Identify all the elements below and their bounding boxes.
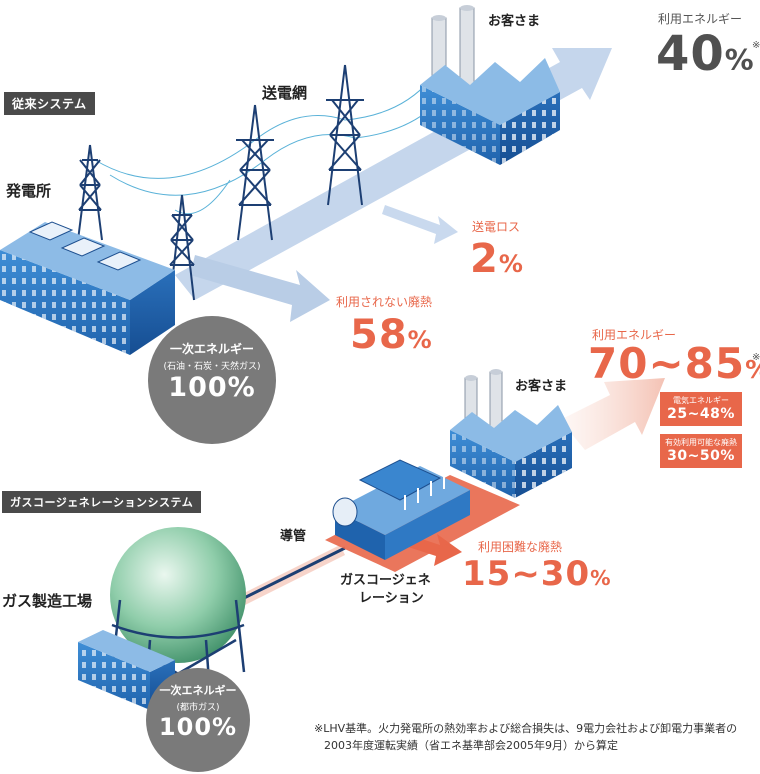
primary-energy-title: 一次エネルギー — [169, 342, 254, 356]
customer-label: お客さま — [515, 379, 568, 394]
unused-heat-caption: 利用されない廃熱 — [336, 295, 433, 309]
cogeneration-unit-icon — [325, 459, 520, 572]
grid-label: 送電網 — [262, 84, 308, 102]
primary-energy-sources: (都市ガス) — [176, 703, 220, 713]
footnote-mark: ※ — [752, 40, 760, 51]
primary-energy-value: 100% — [168, 372, 256, 403]
primary-energy-sources: (石油・石炭・天然ガス) — [163, 362, 261, 372]
hard-to-use-heat-value: 15~30% — [462, 554, 612, 594]
unused-heat-value: 58% — [350, 312, 433, 358]
power-plant-label: 発電所 — [6, 182, 52, 200]
transmission-loss-caption: 送電ロス — [472, 220, 521, 234]
electric-energy-box: 電気エネルギー 25~48% — [660, 392, 742, 426]
cogen-usable-energy-caption: 利用エネルギー — [592, 328, 677, 342]
conventional-primary-energy-badge: 一次エネルギー (石油・石炭・天然ガス) 100% — [148, 316, 276, 444]
cogeneration-unit-label: ガスコージェネ レーション — [340, 573, 431, 606]
electric-energy-value: 25~48% — [667, 406, 735, 422]
gas-pipeline — [239, 546, 346, 602]
usable-heat-caption: 有効利用可能な廃熱 — [665, 438, 737, 447]
conventional-system-tag: 従来システム — [4, 92, 95, 115]
pylon-icon — [77, 64, 364, 301]
usable-heat-box: 有効利用可能な廃熱 30~50% — [660, 434, 742, 468]
transmission-loss-value: 2% — [470, 236, 524, 282]
customer-building-icon — [450, 369, 572, 498]
cogen-usable-energy-value: 70~85% — [588, 339, 760, 388]
cogeneration-system-tag: ガスコージェネレーションシステム — [2, 491, 202, 513]
footnote-line-1: ※LHV基準。火力発電所の熱効率および総合損失は、9電力会社および卸電力事業者の — [314, 722, 738, 735]
usable-energy-value: 40% — [656, 26, 755, 82]
electric-energy-caption: 電気エネルギー — [673, 396, 729, 405]
customer-building-icon — [420, 5, 560, 165]
footnote-mark: ※ — [752, 352, 760, 363]
usable-heat-value: 30~50% — [667, 448, 735, 464]
cogen-primary-energy-badge: 一次エネルギー (都市ガス) 100% — [146, 668, 250, 772]
primary-energy-title: 一次エネルギー — [159, 684, 237, 697]
primary-energy-value: 100% — [158, 713, 238, 741]
usable-energy-caption: 利用エネルギー — [658, 12, 743, 26]
footnote-line-2: 2003年度運転実績（省エネ基準部会2005年9月）から算定 — [324, 739, 618, 752]
pipeline-label: 導管 — [280, 529, 307, 544]
hard-to-use-heat-caption: 利用困難な廃熱 — [478, 540, 563, 554]
power-plant-icon — [0, 221, 175, 355]
customer-label: お客さま — [488, 14, 541, 29]
footnote: ※LHV基準。火力発電所の熱効率および総合損失は、9電力会社および卸電力事業者の… — [314, 720, 737, 754]
gas-plant-label: ガス製造工場 — [2, 592, 93, 610]
